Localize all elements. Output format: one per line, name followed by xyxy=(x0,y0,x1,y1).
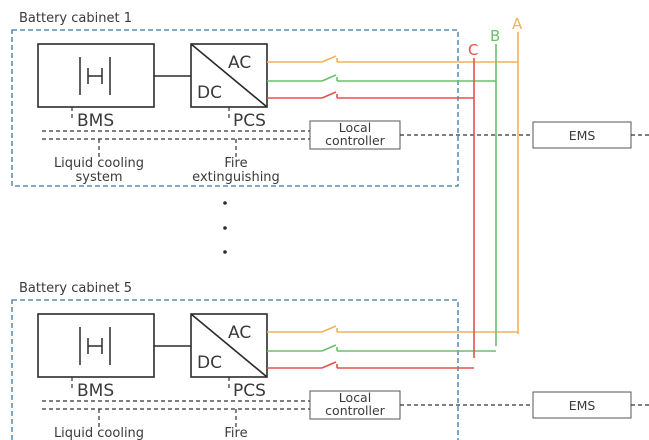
local-controller-line1: Local xyxy=(339,120,371,135)
pcs-label: PCS xyxy=(233,381,266,401)
cabinet-title: Battery cabinet 1 xyxy=(19,11,132,26)
fire-line2: extinguishing xyxy=(192,170,280,185)
bms-label: BMS xyxy=(77,111,114,131)
phase-b-output xyxy=(267,74,496,82)
cabinet-border xyxy=(11,29,459,187)
ems-label: EMS xyxy=(569,128,596,143)
local-controller-box xyxy=(309,390,401,420)
battery-icon xyxy=(79,327,111,365)
cooling-line1: Liquid cooling xyxy=(54,156,144,171)
fire-line1: Fire xyxy=(224,156,247,171)
cooling-line1: Liquid cooling xyxy=(54,426,144,440)
bus-b-label: B xyxy=(490,27,500,45)
phase-c-output xyxy=(267,91,474,99)
pcs-divider xyxy=(190,313,268,378)
cabinet-border xyxy=(11,299,459,440)
phase-a-output xyxy=(267,55,518,63)
phase-a-output xyxy=(267,325,518,333)
ac-label: AC xyxy=(228,53,251,73)
cabinet-title: Battery cabinet 5 xyxy=(19,281,132,296)
battery-cabinet-2: Battery cabinet 5 AC DC BMS PCS Localcontroll… xyxy=(11,281,649,440)
local-controller-line1: Local xyxy=(339,390,371,405)
cooling-line2: system xyxy=(76,170,123,185)
dc-label: DC xyxy=(197,353,222,373)
local-controller-box xyxy=(309,120,401,150)
bus-a-label: A xyxy=(512,15,523,33)
ellipsis-dots xyxy=(223,201,227,254)
local-controller-line2: controller xyxy=(325,403,385,418)
local-controller-line2: controller xyxy=(325,133,385,148)
ac-label: AC xyxy=(228,323,251,343)
pcs-divider xyxy=(190,43,268,108)
ems-label: EMS xyxy=(569,398,596,413)
ems-box xyxy=(532,121,632,149)
pcs-label: PCS xyxy=(233,111,266,131)
bms-label: BMS xyxy=(77,381,114,401)
phase-c-output xyxy=(267,361,474,369)
fire-line1: Fire xyxy=(224,426,247,440)
dc-label: DC xyxy=(197,83,222,103)
bus-c-label: C xyxy=(468,41,478,59)
ems-box xyxy=(532,391,632,419)
phase-b-output xyxy=(267,344,496,352)
phase-buses: A B C xyxy=(468,15,523,358)
battery-icon xyxy=(79,57,111,95)
